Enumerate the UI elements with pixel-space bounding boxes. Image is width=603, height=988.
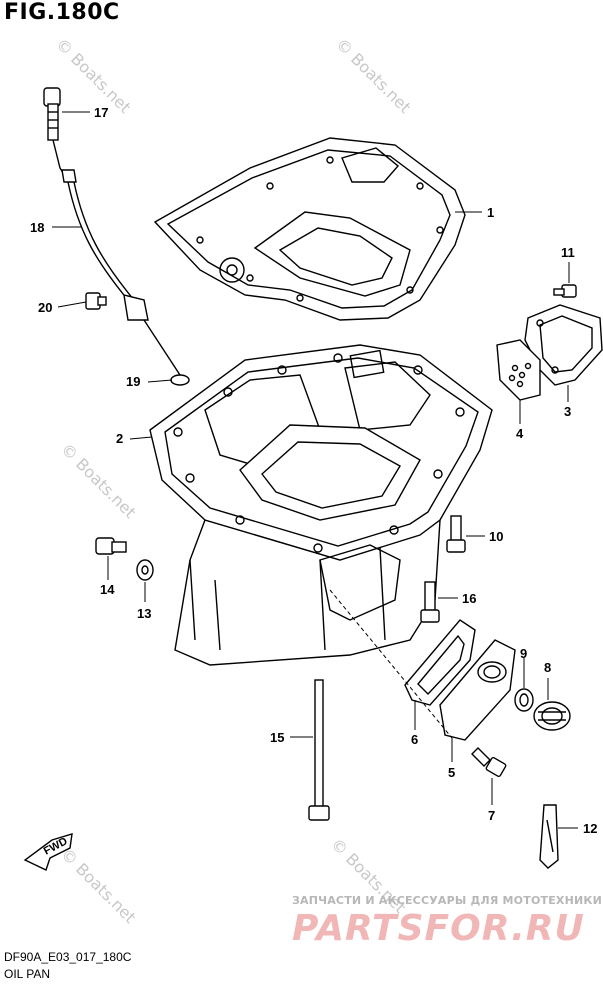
callout-10: 10 [489, 529, 503, 544]
leader-lines [52, 111, 578, 829]
bracket-part-12 [539, 804, 559, 869]
watermark-bottom-left: © Boats.net [57, 844, 139, 926]
callout-9: 9 [520, 646, 527, 661]
callout-11: 11 [561, 245, 575, 260]
figure-title: FIG.180C [4, 0, 120, 25]
stud-part-15 [308, 679, 330, 821]
brand-name: PARTSFOR.RU [292, 908, 585, 949]
callout-numbers: 1 2 3 4 5 6 7 8 9 10 11 12 13 14 15 16 1… [30, 105, 597, 836]
callout-12: 12 [583, 821, 597, 836]
callout-17: 17 [94, 105, 108, 120]
figure-name: OIL PAN [4, 967, 51, 981]
oring-part-19 [170, 374, 190, 386]
bolt-part-7 [471, 747, 507, 778]
oil-pan-part-2 [149, 344, 493, 666]
callout-6: 6 [411, 732, 418, 747]
bolt-part-10 [446, 515, 466, 553]
callout-2: 2 [116, 431, 123, 446]
figure-code: DF90A_E03_017_180C [4, 950, 132, 964]
bolt-part-16 [420, 581, 440, 623]
watermark-top-right: © Boats.net [332, 34, 414, 116]
gasket-part-4 [496, 339, 541, 401]
gasket-part-6 [404, 619, 476, 706]
callout-14: 14 [100, 582, 115, 597]
washer-part-13 [136, 559, 154, 581]
callout-13: 13 [137, 606, 151, 621]
callout-5: 5 [448, 765, 455, 780]
callout-8: 8 [544, 660, 551, 675]
callout-16: 16 [462, 591, 476, 606]
bolt-part-20 [85, 292, 107, 310]
brand-watermark: ЗАПЧАСТИ И АКСЕССУАРЫ ДЛЯ МОТОТЕХНИКИ PA… [292, 894, 602, 949]
plug-part-8 [533, 701, 571, 731]
drain-bolt-part-14 [95, 537, 127, 555]
callout-4: 4 [516, 426, 524, 441]
watermark-mid-left: © Boats.net [57, 439, 139, 521]
gasket-part-1 [153, 137, 466, 321]
callout-3: 3 [564, 404, 571, 419]
callout-18: 18 [30, 220, 44, 235]
bolt-part-11 [553, 284, 577, 298]
brand-tagline: ЗАПЧАСТИ И АКСЕССУАРЫ ДЛЯ МОТОТЕХНИКИ [292, 894, 602, 907]
callout-20: 20 [38, 300, 52, 315]
callout-7: 7 [488, 808, 495, 823]
callout-1: 1 [487, 205, 494, 220]
oring-part-9 [514, 688, 534, 712]
dipstick-part [43, 87, 181, 376]
cover-part-5 [439, 639, 516, 741]
callout-19: 19 [126, 374, 140, 389]
callout-15: 15 [270, 730, 284, 745]
